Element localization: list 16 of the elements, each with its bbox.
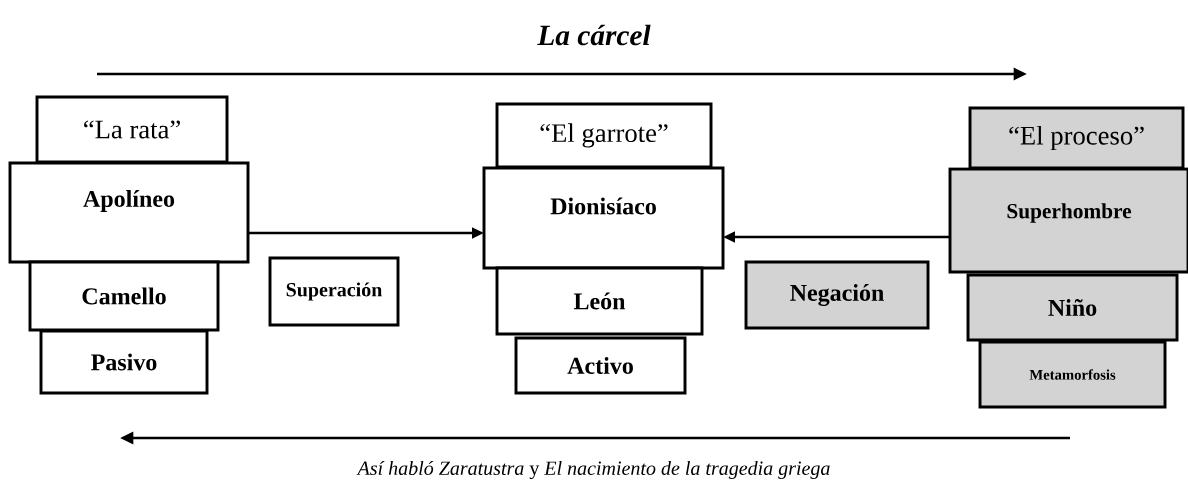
text-box: León: [495, 266, 704, 336]
text-box: Pasivo: [39, 329, 209, 395]
text-box: “El proceso”: [968, 106, 1185, 170]
text-box: “La rata”: [35, 95, 229, 164]
text-box: Niño: [966, 273, 1179, 342]
title: La cárcel: [537, 24, 651, 46]
caption: Así habló Zaratustra y El nacimiento de la tragedia griega: [356, 460, 830, 480]
text-box: Superación: [268, 256, 400, 327]
text-box: Activo: [514, 336, 687, 395]
text-box: Apolíneo: [8, 161, 250, 264]
text-box: Metamorfosis: [978, 340, 1167, 409]
text-box: Negación: [744, 260, 930, 330]
text-box: Superhombre: [948, 167, 1188, 274]
text-box: Camello: [28, 260, 220, 332]
text-box: “El garrote”: [495, 102, 713, 169]
text-box: Dionisíaco: [482, 166, 725, 270]
